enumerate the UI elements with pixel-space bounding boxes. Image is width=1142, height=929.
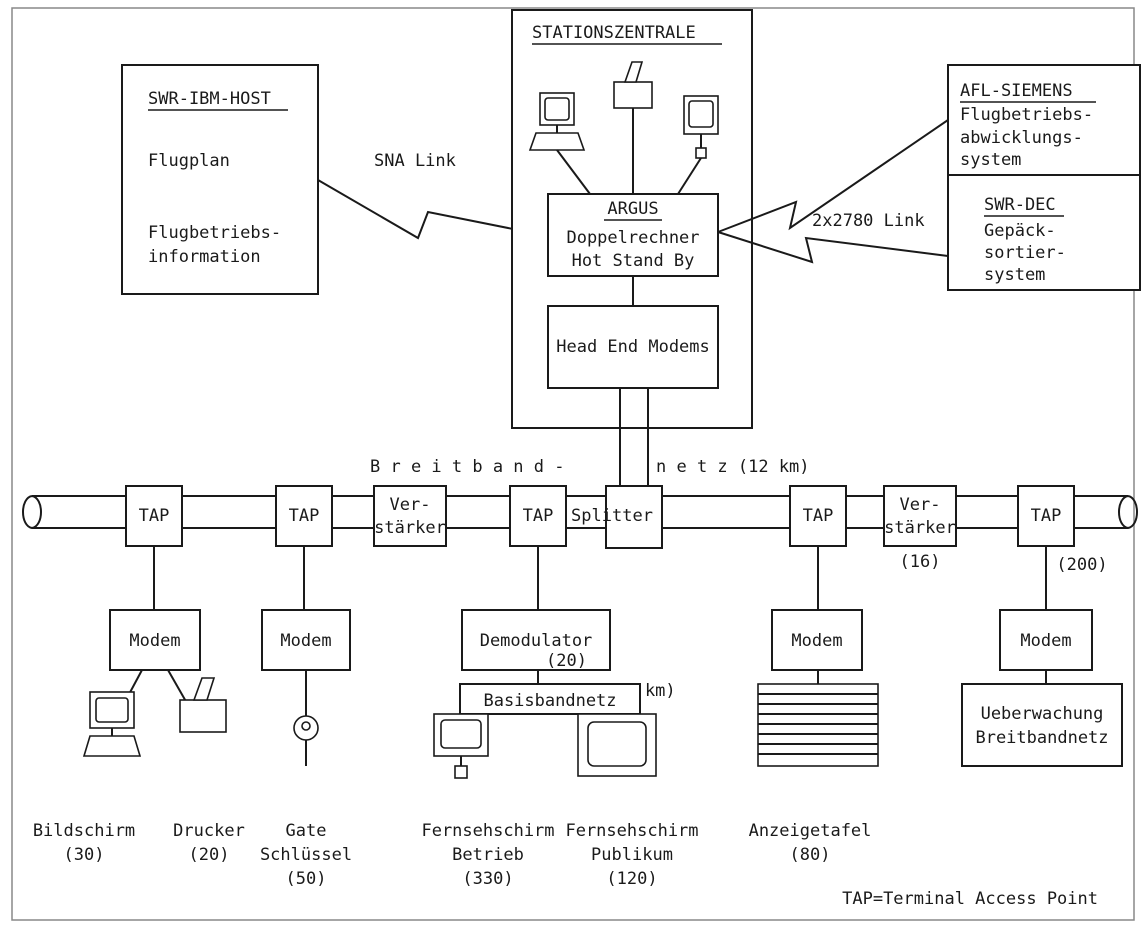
station-screen-icon	[683, 95, 719, 159]
argus-line2: Hot Stand By	[572, 251, 695, 271]
argus-title: ARGUS	[607, 199, 658, 219]
link-2780-label: 2x2780 Link	[812, 211, 925, 231]
modem-5: Modem	[999, 609, 1093, 671]
tap-3: TAP	[509, 485, 567, 547]
afl-line2: abwicklungs-	[960, 128, 1083, 148]
svg-text:Schlüssel: Schlüssel	[260, 845, 352, 865]
tv-operation-icon	[433, 713, 489, 779]
svg-text:Fernsehschirm: Fernsehschirm	[565, 821, 698, 841]
caption-anzeige: Anzeigetafel (80)	[749, 821, 872, 865]
outer-frame	[11, 7, 1135, 921]
station-printer-icon	[613, 61, 653, 109]
svg-text:Bildschirm: Bildschirm	[33, 821, 135, 841]
head-end-modems-box: Head End Modems	[547, 305, 719, 389]
link-2780-to-afl	[717, 119, 949, 233]
svg-text:(20): (20)	[189, 845, 230, 865]
modem-1-label: Modem	[129, 631, 180, 651]
amp-1-line1: Ver-	[390, 495, 431, 515]
svg-text:(30): (30)	[64, 845, 105, 865]
modem-1: Modem	[109, 609, 201, 671]
network-label-left: B r e i t b a n d -	[370, 457, 564, 477]
splitter-label: Splitter	[571, 506, 653, 526]
svg-text:Betrieb: Betrieb	[452, 845, 524, 865]
argus-box: ARGUS Doppelrechner Hot Stand By	[547, 193, 719, 277]
monitoring-line1: Ueberwachung	[981, 704, 1104, 724]
gate-key-icon	[293, 715, 319, 766]
amp-1-line2: stärker	[374, 518, 446, 538]
tap-4-label: TAP	[803, 506, 834, 526]
modem-4-label: Modem	[791, 631, 842, 651]
svg-text:Fernsehschirm: Fernsehschirm	[421, 821, 554, 841]
caption-tv-betrieb: Fernsehschirm Betrieb (330)	[421, 821, 554, 889]
modem-2-label: Modem	[280, 631, 331, 651]
baseband-network: Basisbandnetz	[459, 683, 641, 715]
svg-text:(120): (120)	[606, 869, 657, 889]
svg-text:(330): (330)	[462, 869, 513, 889]
legend: TAP=Terminal Access Point	[842, 889, 1098, 909]
splitter: Splitter	[571, 484, 663, 549]
svg-text:(50): (50)	[286, 869, 327, 889]
dec-line1: Gepäck-	[984, 221, 1056, 241]
host-title: SWR-IBM-HOST	[148, 89, 271, 109]
svg-text:Drucker: Drucker	[173, 821, 245, 841]
afl-title: AFL-SIEMENS	[960, 81, 1073, 101]
modem-2: Modem	[261, 609, 351, 671]
network-label-right: n e t z (12 km)	[656, 457, 810, 477]
host-box: SWR-IBM-HOST Flugplan Flugbetriebs- info…	[121, 64, 319, 295]
head-end-label: Head End Modems	[556, 337, 710, 357]
caption-gate: Gate Schlüssel (50)	[260, 821, 352, 889]
tap-1-label: TAP	[139, 506, 170, 526]
svg-text:Publikum: Publikum	[591, 845, 673, 865]
swr-dec-box: SWR-DEC Gepäck- sortier- system	[947, 174, 1141, 291]
amp-2-line2: stärker	[884, 518, 956, 538]
amplifier-2: Ver- stärker	[883, 485, 957, 547]
station-terminal-icon	[528, 92, 586, 151]
tap-1: TAP	[125, 485, 183, 547]
dec-title: SWR-DEC	[984, 195, 1056, 215]
tap-2: TAP	[275, 485, 333, 547]
host-line1: Flugplan	[148, 151, 230, 171]
afl-line3: system	[960, 150, 1021, 170]
tap-3-label: TAP	[523, 506, 554, 526]
amp-2-line1: Ver-	[900, 495, 941, 515]
afl-siemens-box: AFL-SIEMENS Flugbetriebs- abwicklungs- s…	[947, 64, 1141, 176]
tap-5: TAP	[1017, 485, 1075, 547]
argus-line1: Doppelrechner	[566, 228, 699, 248]
sna-link-line	[317, 179, 549, 240]
amplifier-1: Ver- stärker	[373, 485, 447, 547]
tap-5-label: TAP	[1031, 506, 1062, 526]
display-board-icon	[757, 683, 879, 767]
caption-tv-publikum: Fernsehschirm Publikum (120)	[565, 821, 698, 889]
caption-bildschirm: Bildschirm (30)	[33, 821, 135, 865]
tap-4: TAP	[789, 485, 847, 547]
terminal-icon	[82, 691, 142, 757]
host-line2: Flugbetriebs-	[148, 223, 281, 243]
baseband-label: Basisbandnetz	[483, 691, 616, 711]
tv-public-icon	[577, 713, 657, 777]
demodulator-label: Demodulator	[480, 631, 593, 651]
svg-text:(80): (80)	[790, 845, 831, 865]
svg-text:Gate: Gate	[286, 821, 327, 841]
host-line3: information	[148, 247, 261, 267]
dec-line3: system	[984, 265, 1045, 285]
tap-count: (200)	[1056, 555, 1107, 575]
modem-4: Modem	[771, 609, 863, 671]
afl-line1: Flugbetriebs-	[960, 105, 1093, 125]
station-title: STATIONSZENTRALE	[532, 23, 696, 43]
dec-line2: sortier-	[984, 243, 1066, 263]
caption-drucker: Drucker (20)	[173, 821, 245, 865]
tap-2-label: TAP	[289, 506, 320, 526]
demodulator: Demodulator	[461, 609, 611, 671]
printer-icon	[179, 677, 227, 733]
sna-link-label: SNA Link	[374, 151, 456, 171]
demod-count: (20)	[546, 651, 587, 671]
monitoring-box: Ueberwachung Breitbandnetz	[961, 683, 1123, 767]
amp-count: (16)	[900, 552, 941, 572]
svg-text:Anzeigetafel: Anzeigetafel	[749, 821, 872, 841]
modem-5-label: Modem	[1020, 631, 1071, 651]
link-2780-to-dec	[717, 231, 949, 264]
monitoring-line2: Breitbandnetz	[975, 728, 1108, 748]
